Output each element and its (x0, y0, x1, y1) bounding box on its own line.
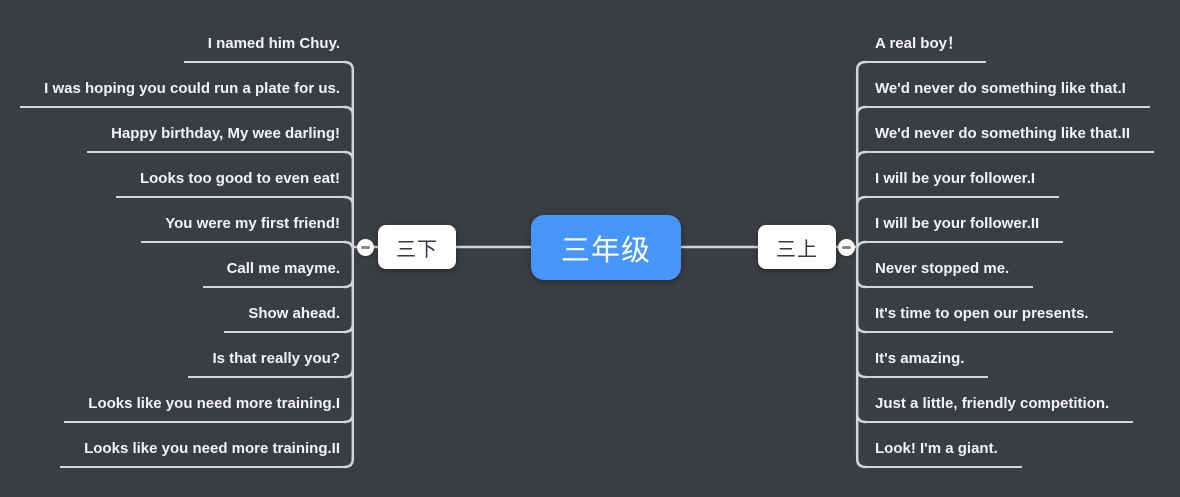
leaf-topic[interactable]: Is that really you? (188, 344, 345, 378)
leaf-topic[interactable]: We'd never do something like that.I (865, 74, 1150, 108)
leaf-topic[interactable]: Looks like you need more training.II (60, 434, 345, 468)
leaf-topic[interactable]: I will be your follower.II (865, 209, 1064, 243)
leaf-topic[interactable]: Happy birthday, My wee darling! (87, 119, 345, 153)
leaf-topic[interactable]: Never stopped me. (865, 254, 1034, 288)
leaf-topic[interactable]: Look! I'm a giant. (865, 434, 1022, 468)
leaf-topic[interactable]: You were my first friend! (141, 209, 345, 243)
leaf-topic[interactable]: Call me mayme. (202, 254, 345, 288)
collapse-button-right[interactable] (838, 239, 855, 256)
leaf-topic[interactable]: Looks like you need more training.I (64, 389, 345, 423)
leaf-topic[interactable]: A real boy！ (865, 29, 986, 63)
leaf-topic[interactable]: Show ahead. (224, 299, 345, 333)
minus-icon (842, 246, 851, 249)
branch-topic-left[interactable]: 三下 (378, 225, 456, 269)
leaf-topic[interactable]: We'd never do something like that.II (865, 119, 1154, 153)
leaf-topic[interactable]: I was hoping you could run a plate for u… (20, 74, 345, 108)
leaf-topic[interactable]: It's time to open our presents. (865, 299, 1113, 333)
leaf-topic[interactable]: Just a little, friendly competition. (865, 389, 1134, 423)
leaf-topic[interactable]: I named him Chuy. (183, 29, 345, 63)
branch-topic-right[interactable]: 三上 (758, 225, 836, 269)
minus-icon (361, 246, 370, 249)
leaf-topic[interactable]: Looks too good to even eat! (115, 164, 345, 198)
collapse-button-left[interactable] (357, 239, 374, 256)
root-topic[interactable]: 三年级 (531, 215, 681, 280)
leaf-topic[interactable]: I will be your follower.I (865, 164, 1060, 198)
leaf-topic[interactable]: It's amazing. (865, 344, 989, 378)
